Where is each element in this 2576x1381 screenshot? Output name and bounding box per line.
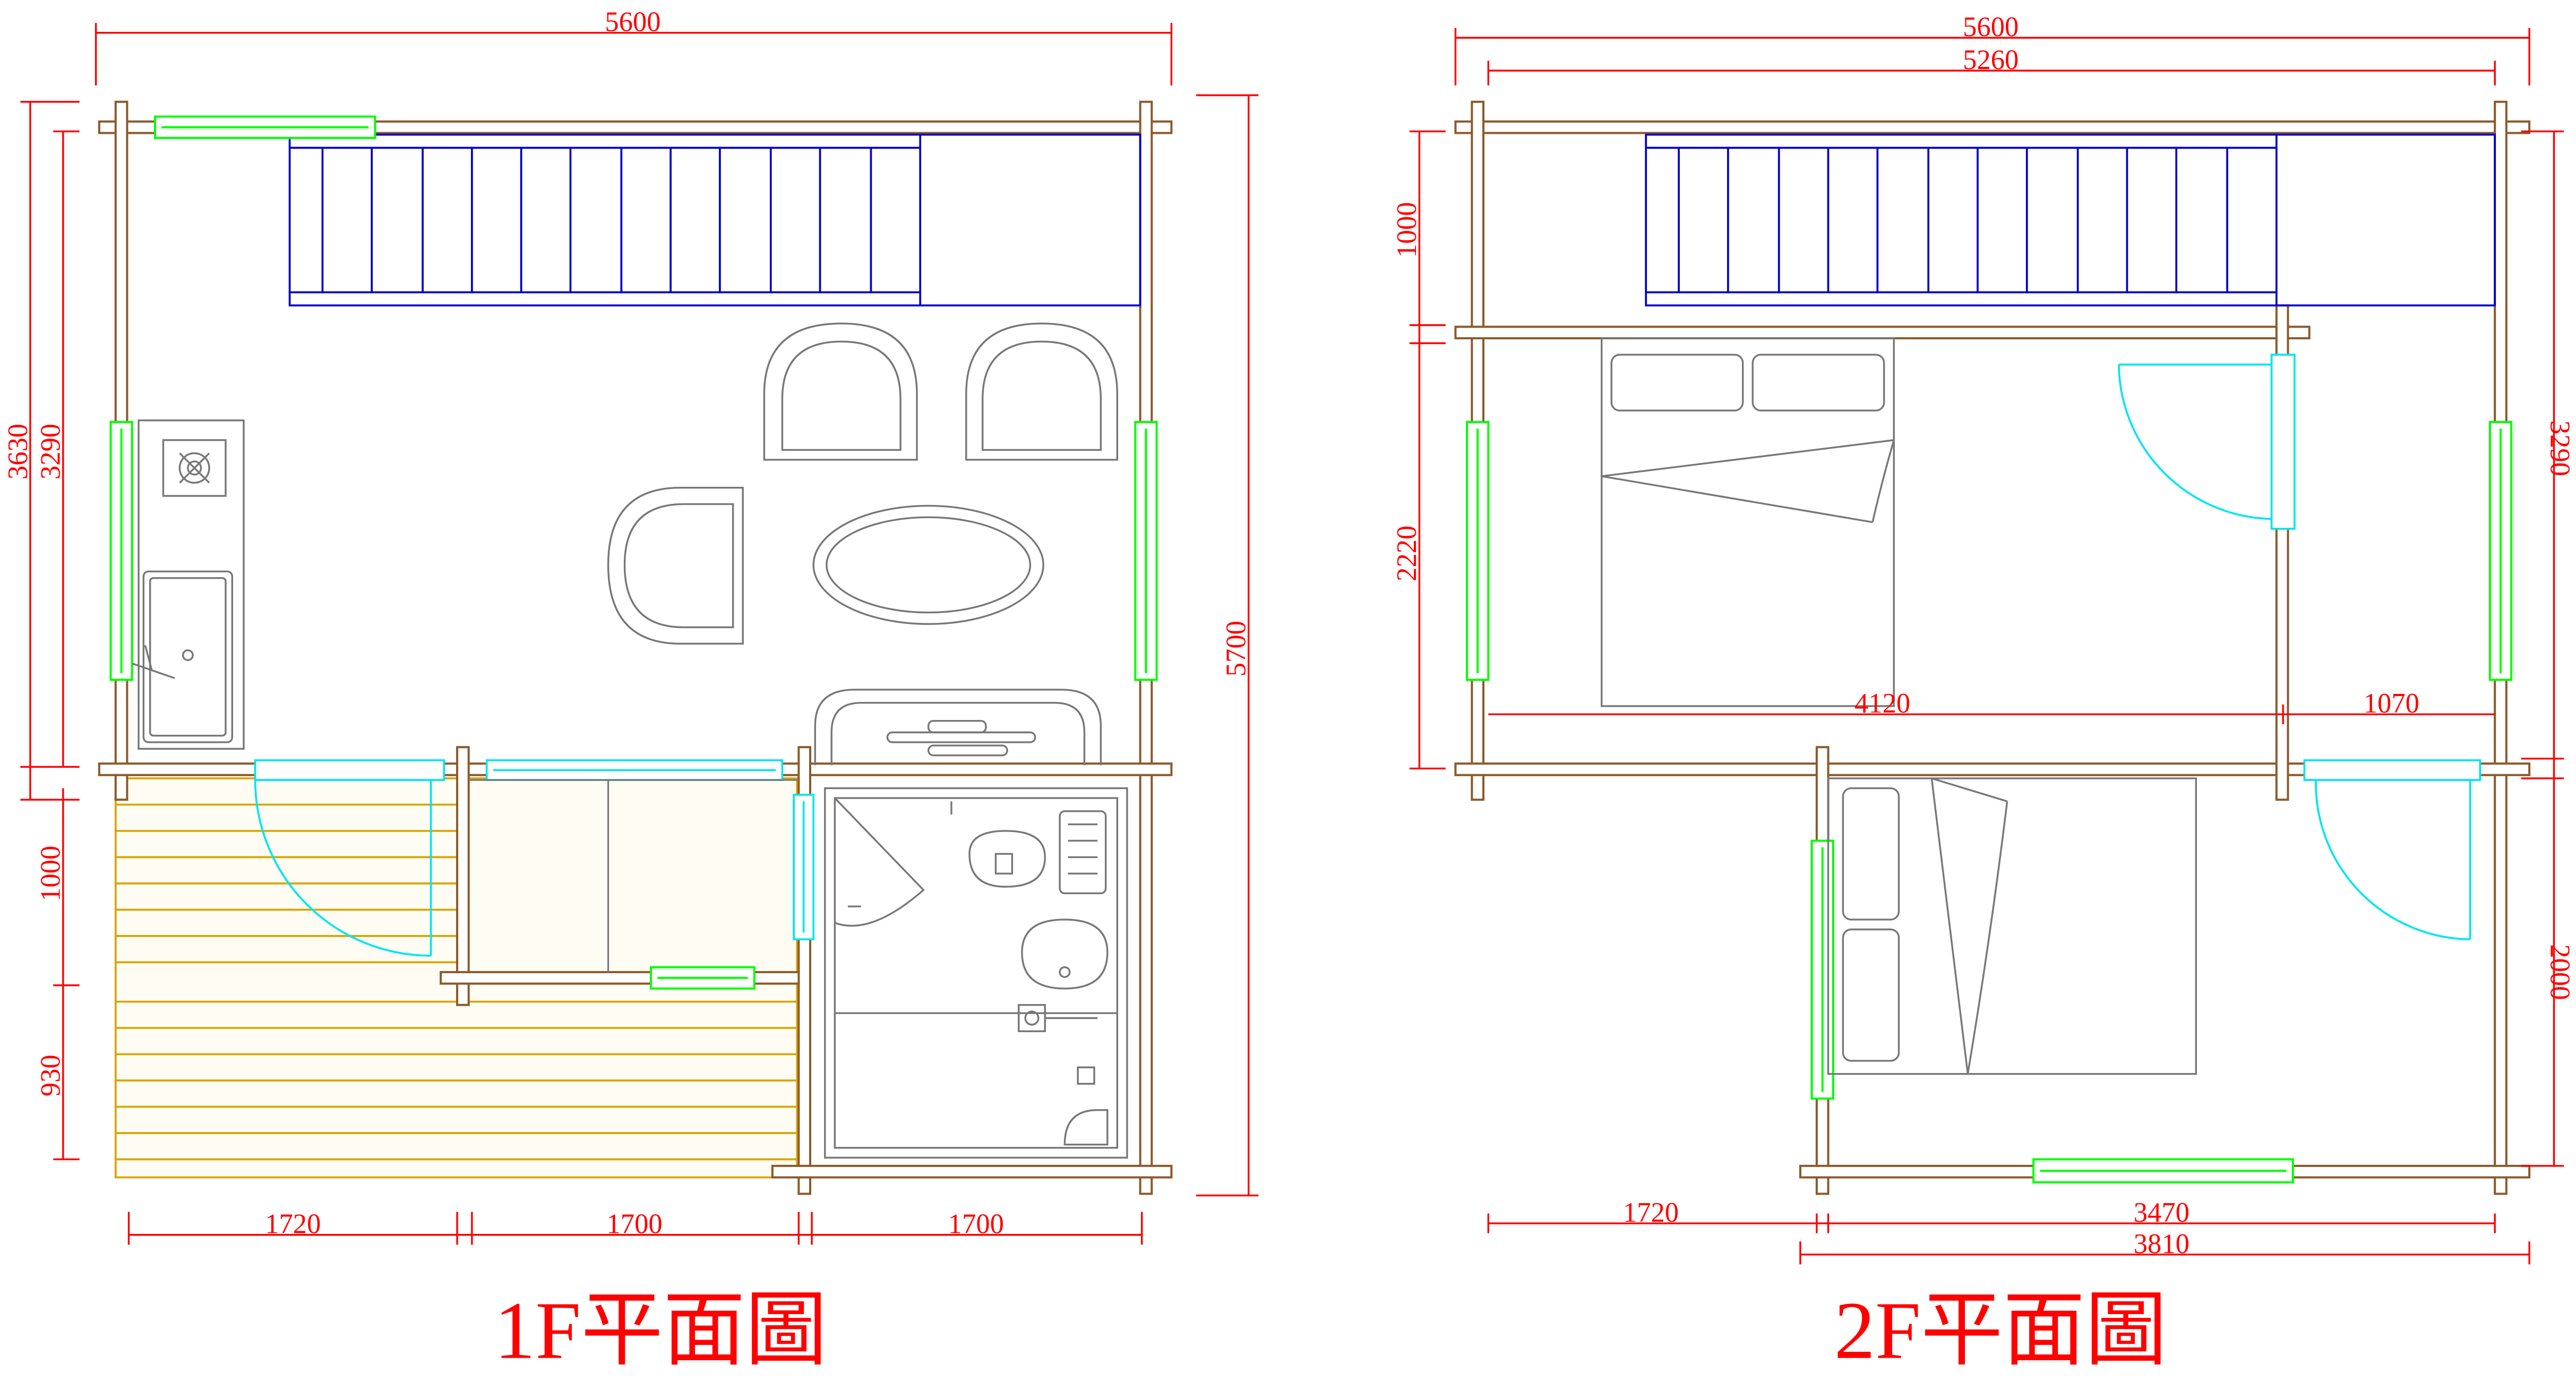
dim-1f-left-outer: 3630 bbox=[3, 424, 33, 479]
dim-2f-inner-left: 4120 bbox=[1854, 688, 1910, 719]
dim-2f-bottom-left: 1720 bbox=[1623, 1197, 1679, 1228]
windows-2f bbox=[1466, 421, 2513, 1183]
windows-1f bbox=[109, 115, 1158, 990]
floor-1-title: 1F平面圖 bbox=[494, 1285, 827, 1376]
dimension-labels-2f: 5600 5260 1000 2220 3290 2000 4120 1070 … bbox=[1392, 12, 2575, 1259]
dim-2f-right-bottom: 2000 bbox=[2544, 944, 2575, 1000]
floor-2-title: 2F平面圖 bbox=[1834, 1285, 2167, 1376]
dim-1f-left-bottom: 930 bbox=[36, 1054, 66, 1096]
dimension-lines-1f bbox=[20, 23, 1259, 1245]
walls-2f bbox=[1454, 100, 2531, 1195]
living-room-furniture bbox=[607, 322, 1119, 766]
dim-2f-inner-right: 1070 bbox=[2364, 688, 2419, 719]
beds-2f bbox=[1601, 337, 2197, 1075]
bathroom-fixtures-1f bbox=[824, 787, 1128, 1159]
dim-2f-right-top: 3290 bbox=[2544, 421, 2575, 476]
dimension-labels-1f: 5600 3630 3290 1000 930 5700 1720 1700 1… bbox=[3, 7, 1252, 1240]
staircase-1f bbox=[288, 133, 1141, 307]
dim-1f-top-total: 5600 bbox=[605, 7, 660, 38]
dim-2f-bottom-inner: 3470 bbox=[2134, 1197, 2189, 1228]
doors-2f bbox=[2118, 354, 2481, 940]
dim-2f-left-mid: 2220 bbox=[1392, 526, 1422, 581]
dim-2f-top-outer: 5600 bbox=[1963, 12, 2019, 42]
kitchen-counter bbox=[132, 419, 245, 750]
dim-1f-left-inner: 3290 bbox=[36, 424, 66, 479]
dim-1f-bottom-3: 1700 bbox=[948, 1209, 1004, 1240]
dim-2f-top-inner: 5260 bbox=[1963, 45, 2019, 75]
staircase-2f bbox=[1645, 133, 2496, 307]
dim-1f-bottom-1: 1720 bbox=[265, 1209, 321, 1240]
doors-1f bbox=[254, 759, 815, 957]
dim-2f-bottom-outer: 3810 bbox=[2134, 1229, 2189, 1259]
floor-1-plan: 5600 3630 3290 1000 930 5700 1720 1700 1… bbox=[3, 7, 1259, 1376]
dim-2f-left-top: 1000 bbox=[1392, 202, 1422, 258]
floor-2-plan: 5600 5260 1000 2220 3290 2000 4120 1070 … bbox=[1392, 12, 2575, 1376]
dim-1f-left-mid: 1000 bbox=[36, 846, 66, 902]
partition-1f bbox=[468, 779, 799, 972]
dimension-lines-2f bbox=[1409, 28, 2564, 1265]
dim-1f-bottom-2: 1700 bbox=[607, 1209, 663, 1240]
dim-1f-right-total: 5700 bbox=[1221, 621, 1252, 676]
